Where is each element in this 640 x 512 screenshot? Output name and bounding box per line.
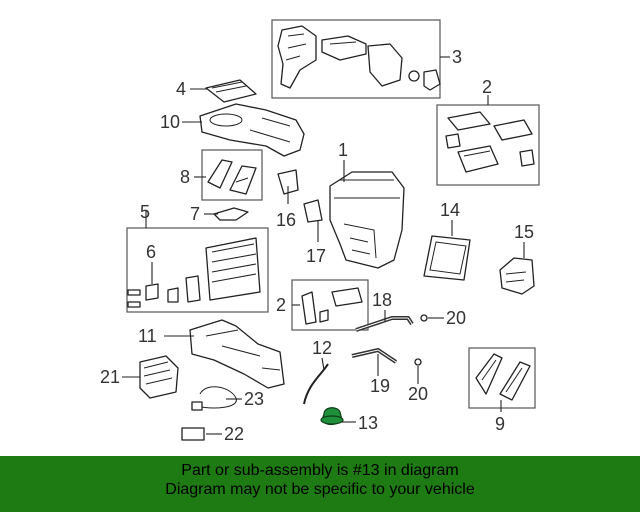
callout-12: 12 — [312, 338, 332, 358]
banner-line-disclaimer: Diagram may not be specific to your vehi… — [165, 481, 475, 498]
callout-7: 7 — [190, 204, 200, 224]
part-4-cabin-filter — [205, 79, 257, 103]
callout-8: 8 — [180, 167, 190, 187]
callout-5: 5 — [140, 202, 150, 222]
callout-14: 14 — [440, 200, 460, 220]
part-12-drain-hose — [303, 363, 329, 405]
part-17-actuator — [303, 199, 323, 223]
callout-2-top: 2 — [482, 77, 492, 97]
exploded-parts-diagram: 3 2 4 10 1 8 7 16 17 14 15 5 6 2 18 20 1… — [100, 19, 540, 444]
part-10-upper-case — [199, 103, 305, 157]
group-box-3 — [271, 19, 441, 99]
part-14-heater-core — [423, 235, 471, 281]
callout-10: 10 — [160, 112, 180, 132]
group-box-8 — [201, 149, 263, 201]
callout-19: 19 — [370, 376, 390, 396]
callout-1: 1 — [338, 140, 348, 160]
part-3-duct-assembly — [277, 25, 441, 91]
part-15-bracket — [499, 257, 535, 295]
callout-16: 16 — [276, 210, 296, 230]
part-3-clip-icon — [408, 70, 420, 82]
callout-11: 11 — [138, 326, 157, 346]
part-7-bracket — [213, 207, 249, 221]
callout-22: 22 — [224, 424, 244, 444]
part-11-lower-case — [189, 319, 285, 389]
group-box-9 — [468, 347, 536, 409]
callout-3: 3 — [452, 47, 462, 67]
part-23-wire-harness — [195, 386, 237, 409]
part-5-evaporator-group — [127, 237, 261, 308]
callout-20-a: 20 — [446, 308, 466, 328]
part-20-clip-a — [420, 314, 428, 322]
info-banner: Part or sub-assembly is #13 in diagram D… — [0, 456, 640, 512]
group-box-5 — [126, 227, 269, 313]
callout-9: 9 — [495, 414, 505, 434]
part-18-tube — [355, 316, 414, 332]
part-9-seal-pair — [475, 353, 531, 401]
part-13-highlighted[interactable] — [320, 407, 344, 426]
callout-23: 23 — [244, 389, 264, 409]
part-22-connector — [181, 427, 205, 441]
callout-6: 6 — [146, 242, 156, 262]
callout-4: 4 — [176, 79, 186, 99]
callout-13[interactable]: 13 — [358, 413, 378, 433]
part-20-clip-b — [414, 358, 422, 366]
part-8-seal-pair — [207, 159, 257, 195]
part-2-vent-set-top — [445, 111, 535, 173]
part-19-tube — [351, 347, 398, 364]
part-21-blower-motor — [139, 355, 179, 399]
part-2-vent-set-mid — [301, 287, 363, 325]
callout-17: 17 — [306, 246, 326, 266]
callout-20-b: 20 — [408, 384, 428, 404]
leader-lines — [122, 56, 525, 435]
callout-18: 18 — [372, 290, 392, 310]
part-1-hvac-housing — [329, 171, 405, 269]
part-16-actuator — [277, 169, 299, 195]
callout-21: 21 — [100, 367, 120, 387]
callout-15: 15 — [514, 222, 534, 242]
callout-2-mid: 2 — [276, 295, 286, 315]
banner-line-part-info: Part or sub-assembly is #13 in diagram — [181, 462, 459, 479]
